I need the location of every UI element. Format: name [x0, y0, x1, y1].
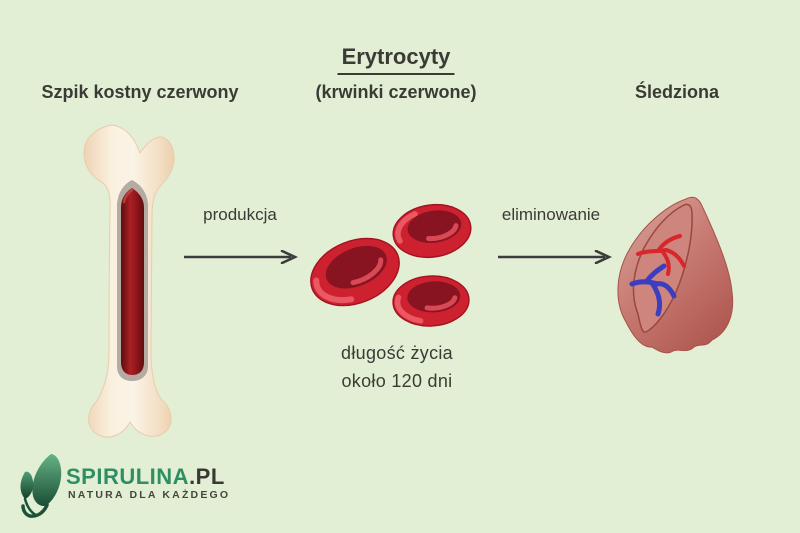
page-subtitle: (krwinki czerwone) [315, 82, 477, 102]
red-blood-cell [310, 237, 400, 307]
red-blood-cell [392, 203, 472, 259]
spleen-illustration [617, 196, 734, 354]
page-title: Erytrocyty [337, 44, 455, 75]
title-block: Erytrocyty (krwinki czerwone) [315, 44, 476, 103]
spleen-artery [636, 234, 686, 276]
red-blood-cells-illustration [310, 203, 472, 327]
bone-illustration [83, 124, 175, 438]
production-arrow-icon [184, 250, 298, 264]
red-blood-cell [392, 275, 470, 327]
brand-name-line: SPIRULINA.PL [66, 464, 225, 490]
lifespan-caption: długość życia około 120 dni [341, 339, 453, 395]
brand-name: SPIRULINA [66, 464, 190, 489]
spleen-vein [629, 263, 677, 317]
lifespan-line1: długość życia [341, 343, 453, 363]
heading-bone-marrow: Szpik kostny czerwony [41, 82, 239, 102]
heading-spleen: Śledziona [634, 82, 720, 102]
brand-tld: .PL [189, 464, 225, 489]
lifespan-line2: około 120 dni [341, 371, 453, 391]
logo: SPIRULINA.PL NATURA DLA KAŻDEGO [18, 444, 258, 524]
production-label: produkcja [203, 205, 277, 224]
elimination-arrow-icon [498, 250, 612, 264]
elimination-label: eliminowanie [501, 205, 601, 224]
leaf-logo-icon [20, 454, 62, 518]
brand-tagline: NATURA DLA KAŻDEGO [68, 489, 231, 501]
